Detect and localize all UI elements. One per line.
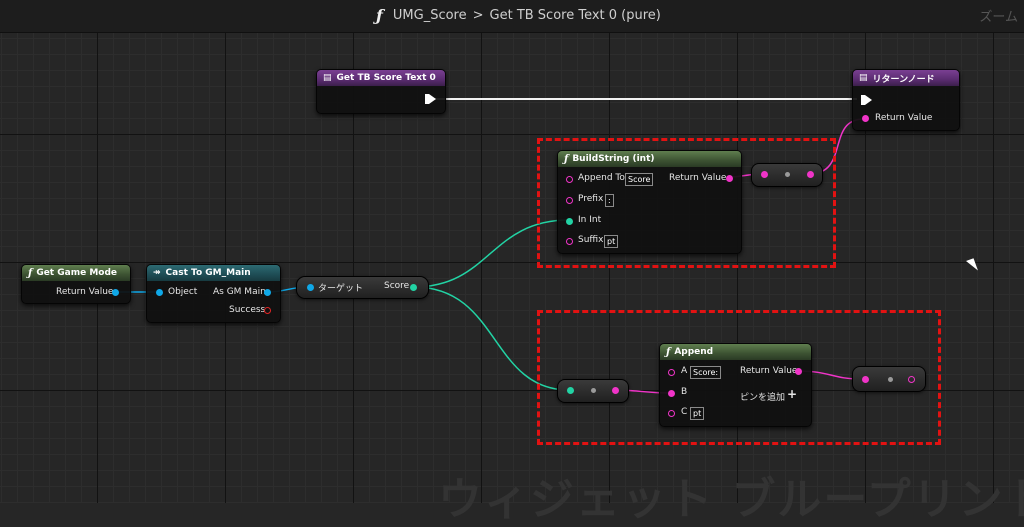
exec-out-pin[interactable]	[425, 94, 429, 104]
append-a-label: A	[681, 366, 688, 376]
return-node-icon: ▤	[859, 73, 868, 83]
append-c-pin[interactable]	[668, 410, 675, 417]
function-entry-title: Get TB Score Text 0	[336, 73, 436, 83]
graph-title-bar: ƒ UMG_Score > Get TB Score Text 0 (pure)…	[0, 0, 1024, 33]
return-value-in-pin[interactable]	[862, 115, 869, 122]
append-a-field[interactable]: Score:	[690, 366, 722, 379]
cast-success-pin[interactable]	[264, 307, 271, 314]
score-target-pin[interactable]	[307, 284, 314, 291]
suffix-field[interactable]: pt	[604, 235, 619, 248]
cast-icon: ↠	[153, 268, 161, 278]
int-wire-buildstring	[413, 219, 570, 288]
exec-out-arrow	[429, 94, 436, 104]
in-int-pin[interactable]	[566, 218, 573, 225]
breadcrumb: ƒ UMG_Score > Get TB Score Text 0 (pure)	[376, 6, 661, 25]
reroute-grip	[888, 377, 893, 382]
return-value-label: Return Value	[875, 113, 933, 123]
append-c-field[interactable]: pt	[690, 407, 705, 420]
cast-title: Cast To GM_Main	[165, 268, 251, 278]
cast-object-label: Object	[168, 287, 198, 297]
reroute-grip	[591, 388, 596, 393]
reroute-node[interactable]	[852, 366, 926, 392]
prefix-field[interactable]: :	[605, 194, 614, 207]
get-score-node[interactable]: ターゲット Score	[296, 276, 429, 299]
cast-out-pin[interactable]	[264, 289, 271, 296]
reroute-node[interactable]	[557, 379, 629, 403]
score-out-label: Score	[384, 281, 410, 291]
function-entry-node[interactable]: ▤ Get TB Score Text 0	[316, 69, 446, 114]
reroute-node[interactable]	[751, 163, 823, 187]
function-icon: ƒ	[564, 153, 569, 165]
reroute-in-pin[interactable]	[567, 387, 574, 394]
get-game-mode-title: Get Game Mode	[36, 268, 118, 278]
annotation-box-append	[537, 310, 941, 445]
exec-in-pin[interactable]	[861, 95, 865, 105]
append-b-pin[interactable]	[668, 390, 675, 397]
int-wire-reroute	[413, 286, 570, 391]
add-pin-icon[interactable]: +	[787, 387, 798, 401]
exec-in-arrow	[865, 95, 872, 105]
append-c-label: C	[681, 407, 688, 417]
append-b-label: B	[681, 387, 688, 397]
function-icon: ƒ	[666, 346, 671, 358]
zoom-label: ズーム	[979, 10, 1018, 25]
reroute-in-pin[interactable]	[761, 171, 768, 178]
suffix-label: Suffix	[578, 235, 604, 245]
return-node-title: リターンノード	[872, 74, 935, 85]
cast-out-label: As GM Main	[213, 287, 266, 297]
reroute-out-pin[interactable]	[612, 387, 619, 394]
suffix-pin[interactable]	[566, 238, 573, 245]
breadcrumb-function: Get TB Score Text 0 (pure)	[489, 8, 661, 23]
breadcrumb-graph[interactable]: UMG_Score	[392, 8, 467, 23]
append-out-pin[interactable]	[795, 368, 802, 375]
annotation-box-buildstring	[537, 138, 836, 268]
reroute-grip	[785, 172, 790, 177]
get-game-mode-node[interactable]: ƒ Get Game Mode Return Value	[21, 264, 131, 304]
get-game-mode-out-label: Return Value	[56, 287, 114, 297]
blueprint-watermark: ウィジェット ブループリント	[438, 474, 1024, 525]
build-string-title: BuildString (int)	[572, 154, 655, 164]
append-title: Append	[674, 347, 714, 357]
prefix-label: Prefix	[578, 194, 604, 204]
append-to-field[interactable]: Score	[625, 173, 654, 186]
prefix-pin[interactable]	[566, 197, 573, 204]
cast-success-label: Success	[229, 305, 266, 315]
add-pin-label[interactable]: ピンを追加	[740, 393, 786, 403]
build-string-node[interactable]: ƒ BuildString (int) Append To Score Retu…	[557, 150, 742, 254]
score-target-label: ターゲット	[318, 284, 364, 294]
cast-object-in-pin[interactable]	[156, 289, 163, 296]
append-node[interactable]: ƒ Append A Score: Return Value B ピンを追加 +…	[659, 343, 812, 427]
append-to-label: Append To	[578, 173, 625, 183]
function-icon: ƒ	[28, 267, 33, 279]
get-game-mode-out-pin[interactable]	[112, 289, 119, 296]
build-string-out-label: Return Value	[669, 173, 727, 183]
append-to-pin[interactable]	[566, 176, 573, 183]
build-string-out-pin[interactable]	[726, 175, 733, 182]
return-node[interactable]: ▤ リターンノード Return Value	[852, 69, 960, 131]
reroute-in-pin[interactable]	[862, 376, 869, 383]
append-a-pin[interactable]	[668, 369, 675, 376]
reroute-out-pin[interactable]	[807, 171, 814, 178]
in-int-label: In Int	[578, 215, 602, 225]
function-icon: ƒ	[376, 6, 383, 25]
cast-node[interactable]: ↠ Cast To GM_Main Object As GM Main Succ…	[146, 264, 281, 323]
reroute-out-pin[interactable]	[908, 376, 915, 383]
function-entry-icon: ▤	[323, 73, 332, 83]
breadcrumb-separator: >	[472, 8, 484, 23]
score-out-pin[interactable]	[410, 284, 417, 291]
append-out-label: Return Value	[740, 366, 798, 376]
